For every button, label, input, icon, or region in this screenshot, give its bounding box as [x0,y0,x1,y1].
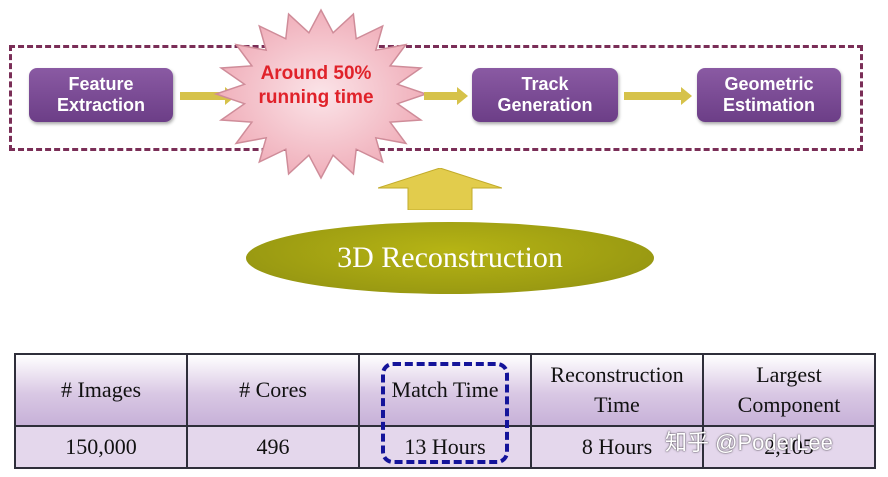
starburst-callout [213,8,429,180]
running-time-callout: Around 50% running time [258,63,374,108]
value-reconstruction-time: 8 Hours [530,425,704,469]
stage-geometric-estimation-label: Geometric Estimation [722,74,815,115]
pipeline-frame [9,45,863,151]
value-images: 150,000 [14,425,188,469]
header-cores: # Cores [186,353,360,427]
value-cores: 496 [186,425,360,469]
watermark: 知乎 @PoderLee [665,430,833,455]
3d-reconstruction-ellipse: 3D Reconstruction [246,222,654,294]
stage-track-generation-label: Track Generation [497,74,593,115]
header-images: # Images [14,353,188,427]
up-arrow [378,168,502,210]
arrow-track-to-geometric [624,87,692,105]
header-largest-component: Largest Component [702,353,876,427]
stage-feature-extraction-label: Feature Extraction [56,74,146,115]
stage-geometric-estimation: Geometric Estimation [697,68,841,122]
stage-feature-extraction: Feature Extraction [29,68,173,122]
stats-table: # Images # Cores Match Time Reconstructi… [14,353,876,469]
arrow-burst-to-track [424,87,468,105]
stage-track-generation: Track Generation [472,68,618,122]
header-reconstruction-time: Reconstruction Time [530,353,704,427]
match-time-highlight [381,362,509,464]
value-largest-component: 2,105 [702,425,876,469]
3d-reconstruction-label: 3D Reconstruction [337,241,563,274]
